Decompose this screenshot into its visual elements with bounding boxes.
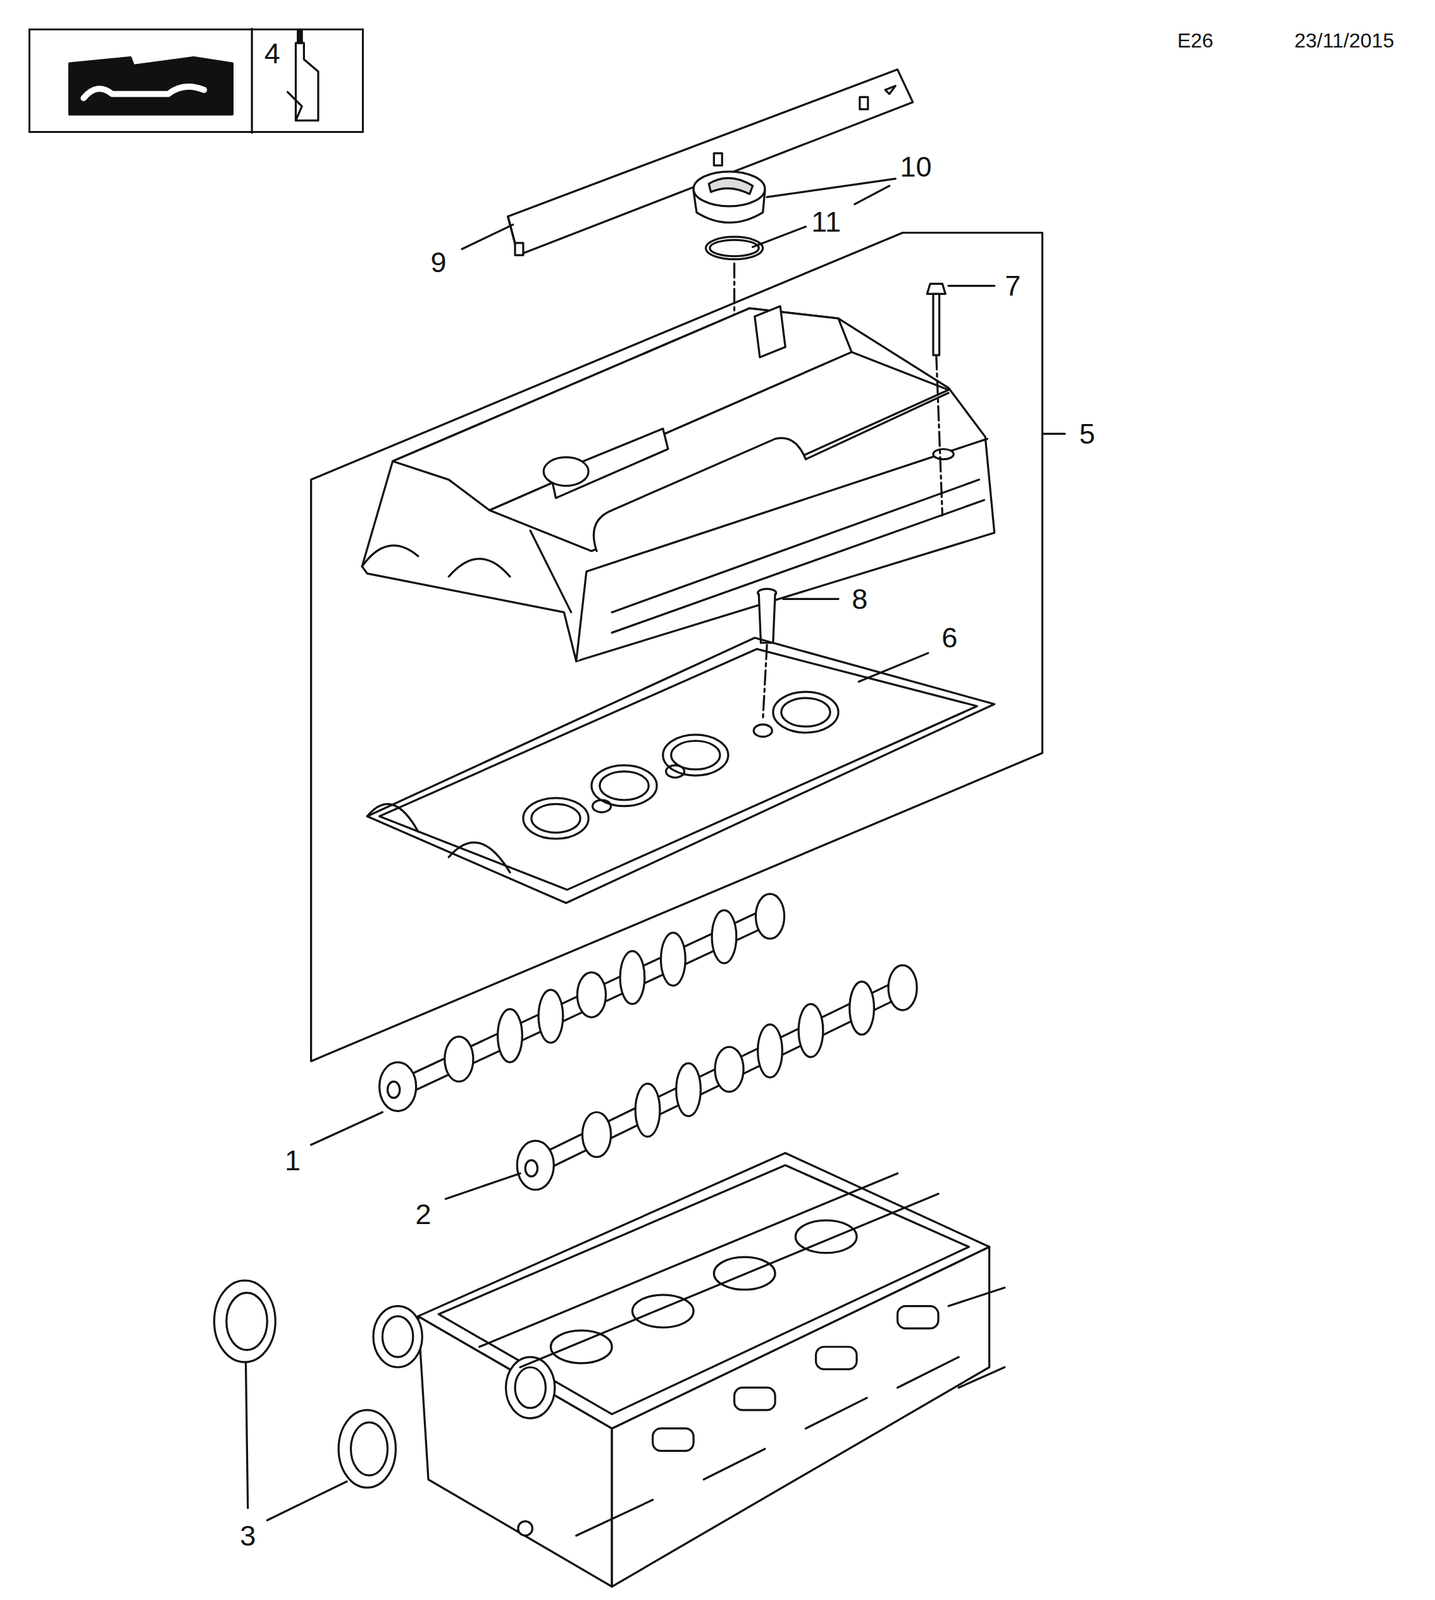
leader-line xyxy=(245,178,1065,1520)
camshaft xyxy=(379,893,785,1111)
cover-strip xyxy=(508,69,914,255)
callout-number: 9 xyxy=(430,248,447,277)
cylinder-head xyxy=(373,1152,1005,1587)
callout-number: 2 xyxy=(415,1199,431,1229)
callout-number: 5 xyxy=(1079,419,1096,448)
callout-number: 8 xyxy=(851,584,868,614)
bolt xyxy=(926,283,946,516)
o-ring xyxy=(705,236,763,259)
camshaft xyxy=(516,964,917,1190)
symbol-box: 4 xyxy=(28,28,364,133)
gasket xyxy=(366,637,994,903)
group-bracket xyxy=(311,232,1043,1062)
callout-number: 1 xyxy=(284,1145,301,1174)
callout-number: 7 xyxy=(1004,271,1021,300)
oil-seal xyxy=(214,1279,397,1487)
manual-icon xyxy=(69,28,319,133)
callout-number: 11 xyxy=(811,206,841,236)
sheet-code: E26 xyxy=(1177,30,1214,51)
callout-number: 10 xyxy=(899,151,932,181)
date-stamp: 23/11/2015 xyxy=(1294,30,1395,51)
callout-number: 3 xyxy=(239,1520,256,1549)
valve-cover xyxy=(361,306,994,662)
callout-number: 6 xyxy=(941,623,958,652)
oil-cap xyxy=(693,171,765,223)
callout-number: 4 xyxy=(264,38,281,68)
